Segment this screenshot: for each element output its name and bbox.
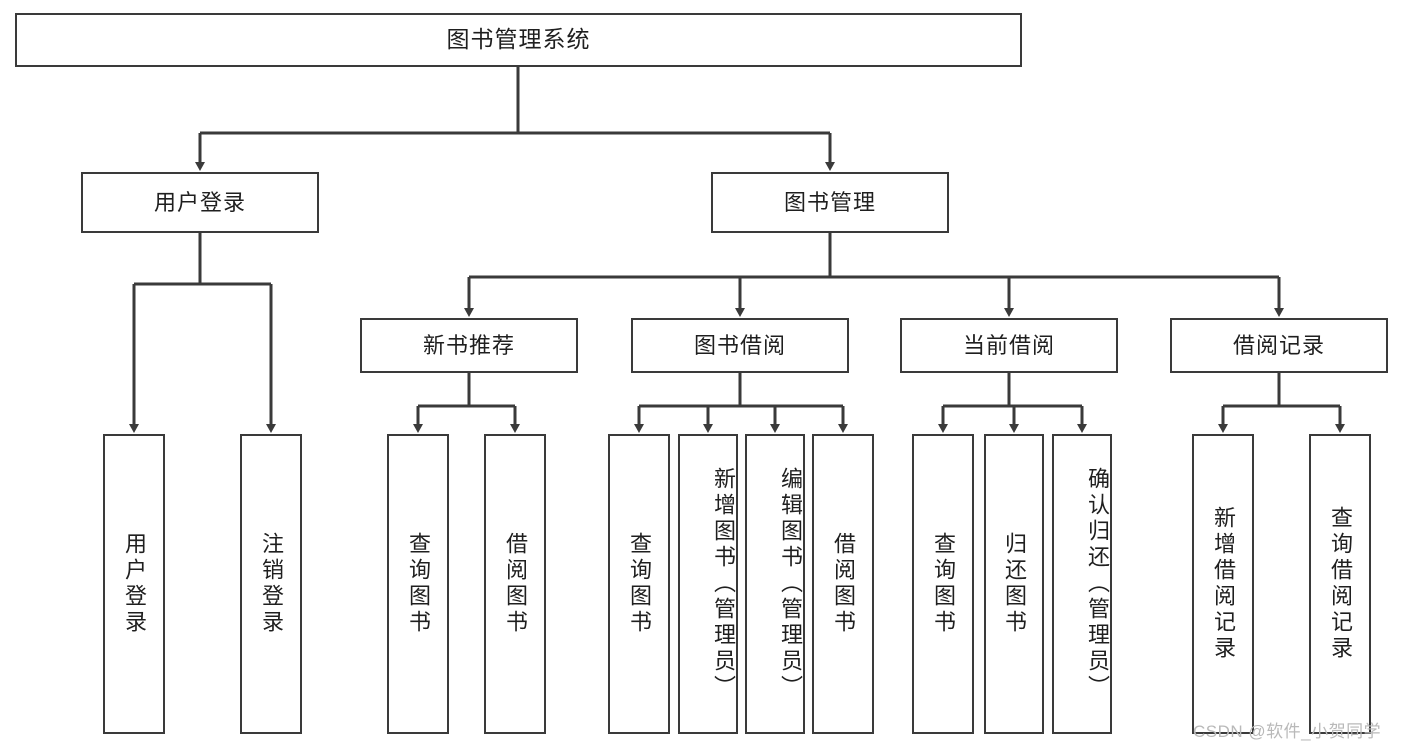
node-new-book-recommend[interactable]: 新书推荐 <box>360 318 578 373</box>
node-leaf-return-book[interactable]: 归还图书 <box>984 434 1044 734</box>
node-leaf-query-book-rec[interactable]: 查询图书 <box>387 434 449 734</box>
node-leaf-borrow-book-bor[interactable]: 借阅图书 <box>812 434 874 734</box>
node-leaf-add-record[interactable]: 新增借阅记录 <box>1192 434 1254 734</box>
node-user-login[interactable]: 用户登录 <box>81 172 319 233</box>
node-leaf-confirm-return[interactable]: 确认归还（管理员） <box>1052 434 1112 734</box>
node-book-borrow[interactable]: 图书借阅 <box>631 318 849 373</box>
node-leaf-query-book-bor[interactable]: 查询图书 <box>608 434 670 734</box>
node-root[interactable]: 图书管理系统 <box>15 13 1022 67</box>
node-leaf-query-record[interactable]: 查询借阅记录 <box>1309 434 1371 734</box>
node-leaf-query-book-cur[interactable]: 查询图书 <box>912 434 974 734</box>
node-leaf-user-login[interactable]: 用户登录 <box>103 434 165 734</box>
node-leaf-logout[interactable]: 注销登录 <box>240 434 302 734</box>
csdn-watermark: CSDN @软件_小贺同学 <box>1193 722 1382 741</box>
node-borrow-records[interactable]: 借阅记录 <box>1170 318 1388 373</box>
node-book-management[interactable]: 图书管理 <box>711 172 949 233</box>
node-current-borrow[interactable]: 当前借阅 <box>900 318 1118 373</box>
node-leaf-edit-book[interactable]: 编辑图书（管理员） <box>745 434 805 734</box>
node-leaf-borrow-book-rec[interactable]: 借阅图书 <box>484 434 546 734</box>
node-leaf-add-book[interactable]: 新增图书（管理员） <box>678 434 738 734</box>
